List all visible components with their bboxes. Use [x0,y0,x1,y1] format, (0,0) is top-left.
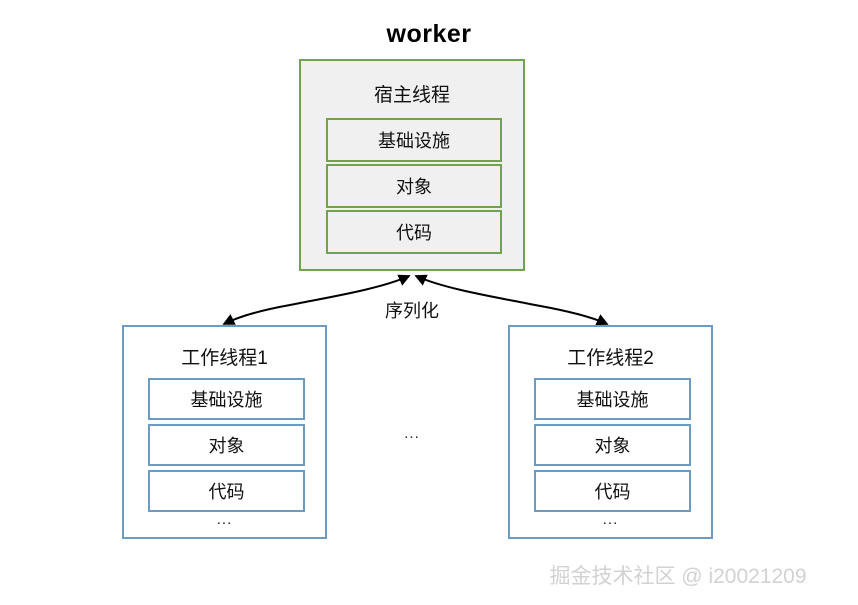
worker-thread-1-box[interactable]: 工作线程1 基础设施 对象 代码 ... [122,325,327,539]
worker-1-ellipsis: ... [216,511,233,528]
watermark: 掘金技术社区 @ i20021209 [549,565,807,588]
worker-1-item-code[interactable]: 代码 [148,470,305,512]
page-title: worker [386,20,472,48]
edge-host-to-worker-2 [414,274,609,326]
worker-2-ellipsis: ... [602,511,619,528]
host-item-code[interactable]: 代码 [326,210,502,254]
worker-1-item-objects[interactable]: 对象 [148,424,305,466]
host-item-objects[interactable]: 对象 [326,164,502,208]
worker-thread-2-box[interactable]: 工作线程2 基础设施 对象 代码 ... [508,325,713,539]
worker-1-item-infrastructure[interactable]: 基础设施 [148,378,305,420]
worker-2-item-code[interactable]: 代码 [534,470,691,512]
host-thread-box[interactable]: 宿主线程 基础设施 对象 代码 [299,59,525,271]
worker-thread-2-label: 工作线程2 [567,348,654,369]
worker-2-item-objects[interactable]: 对象 [534,424,691,466]
host-thread-label: 宿主线程 [373,85,450,106]
host-item-infrastructure[interactable]: 基础设施 [326,118,502,162]
worker-thread-1-label: 工作线程1 [181,348,268,369]
worker-2-item-infrastructure[interactable]: 基础设施 [534,378,691,420]
edge-label-serialization: 序列化 [385,301,439,321]
edge-host-to-worker-1 [222,274,411,325]
between-workers-ellipsis: ... [404,425,420,442]
